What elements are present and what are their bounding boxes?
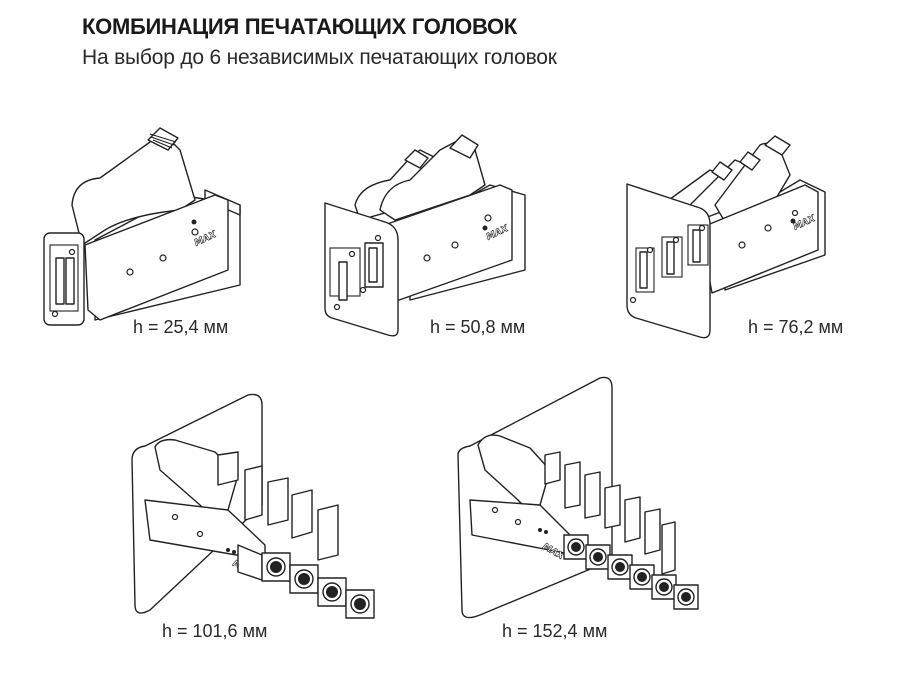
- caption-heads-2: h = 50,8 мм: [430, 317, 526, 337]
- page-subtitle: На выбор до 6 независимых печатающих гол…: [82, 46, 557, 69]
- caption-heads-1: h = 25,4 мм: [133, 317, 229, 337]
- head-modules: [217, 451, 375, 619]
- caption-heads-3: h = 76,2 мм: [748, 317, 844, 337]
- caption-heads-6: h = 152,4 мм: [502, 621, 608, 641]
- head-modules: [544, 451, 699, 610]
- page-title: КОМБИНАЦИЯ ПЕЧАТАЮЩИХ ГОЛОВОК: [82, 14, 517, 39]
- caption-heads-4: h = 101,6 мм: [162, 621, 268, 641]
